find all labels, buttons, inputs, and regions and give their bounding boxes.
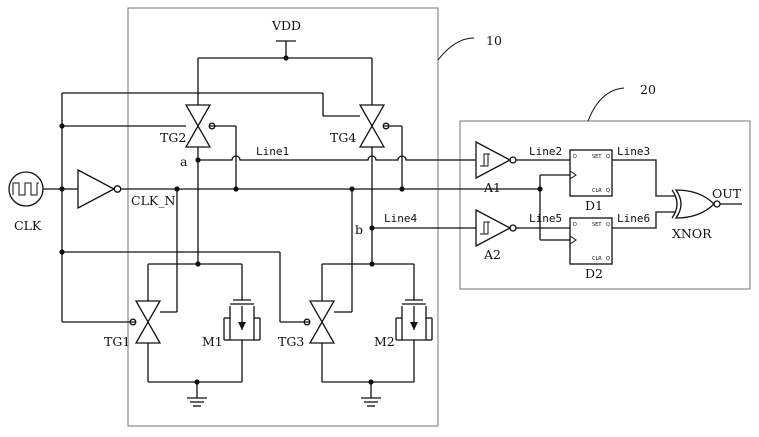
- block-10-label: 10: [486, 33, 502, 48]
- clk-n-label: CLK_N: [131, 193, 175, 208]
- xnor-label: XNOR: [672, 226, 712, 241]
- vdd-junction: [283, 55, 289, 61]
- clk-source: [8, 171, 44, 207]
- line1-wire: [198, 155, 476, 161]
- block-10-boundary: [127, 7, 439, 427]
- d1-label: D1: [585, 198, 603, 213]
- d1-d-pin: D: [573, 154, 577, 160]
- block-20-label: 20: [640, 82, 656, 97]
- line6-wire: [612, 211, 676, 229]
- line3-label: Line3: [617, 145, 650, 158]
- tg2-label: TG2: [160, 130, 186, 145]
- node-a-label: a: [180, 154, 188, 169]
- block-10-leader: [437, 37, 475, 61]
- tg3-label: TG3: [278, 334, 304, 349]
- out-label: OUT: [712, 186, 742, 201]
- line3-wire: [612, 159, 676, 197]
- m2-label: M2: [374, 334, 395, 349]
- node-b-label: b: [355, 222, 363, 237]
- tg1-label: TG1: [104, 334, 130, 349]
- line6-label: Line6: [617, 212, 650, 225]
- m2-mos-capacitor: [395, 290, 433, 382]
- clk-inverter: [77, 168, 116, 210]
- vdd-label: VDD: [271, 18, 301, 33]
- d1-flip-flop: [569, 149, 613, 197]
- block-20-boundary: [459, 120, 751, 290]
- ground-icon: [361, 382, 381, 407]
- a2-schmitt-inverter: [475, 208, 517, 248]
- d2-set-pin: SET: [592, 222, 602, 228]
- clk-label: CLK: [14, 218, 42, 233]
- a1-schmitt-inverter: [475, 140, 517, 180]
- d2-qn-pin: Q: [606, 256, 610, 262]
- a2-label: A2: [483, 247, 501, 262]
- m1-label: M1: [202, 334, 223, 349]
- tg4-label: TG4: [330, 130, 356, 145]
- d2-clr-pin: CLR: [592, 256, 602, 262]
- d1-set-pin: SET: [592, 154, 602, 160]
- m1-top-junction: [195, 261, 201, 267]
- d2-label: D2: [585, 266, 603, 281]
- line4-label: Line4: [384, 212, 417, 225]
- line2-label: Line2: [529, 145, 562, 158]
- ground-icon: [187, 382, 207, 407]
- inverter-bubble: [113, 185, 122, 193]
- d2-q-pin: Q: [606, 222, 610, 228]
- line5-label: Line5: [529, 212, 562, 225]
- m1-mos-capacitor: [223, 290, 261, 382]
- d2-d-pin: D: [573, 222, 577, 228]
- line1-label: Line1: [256, 145, 289, 158]
- d1-q-pin: Q: [606, 154, 610, 160]
- d2-flip-flop: [569, 217, 613, 265]
- d1-qn-pin: Q: [606, 188, 610, 194]
- square-wave-icon: [12, 182, 39, 196]
- block-20-leader: [587, 87, 625, 122]
- m2-top-junction: [369, 261, 375, 267]
- d1-clr-pin: CLR: [592, 188, 602, 194]
- a1-label: A1: [483, 180, 501, 195]
